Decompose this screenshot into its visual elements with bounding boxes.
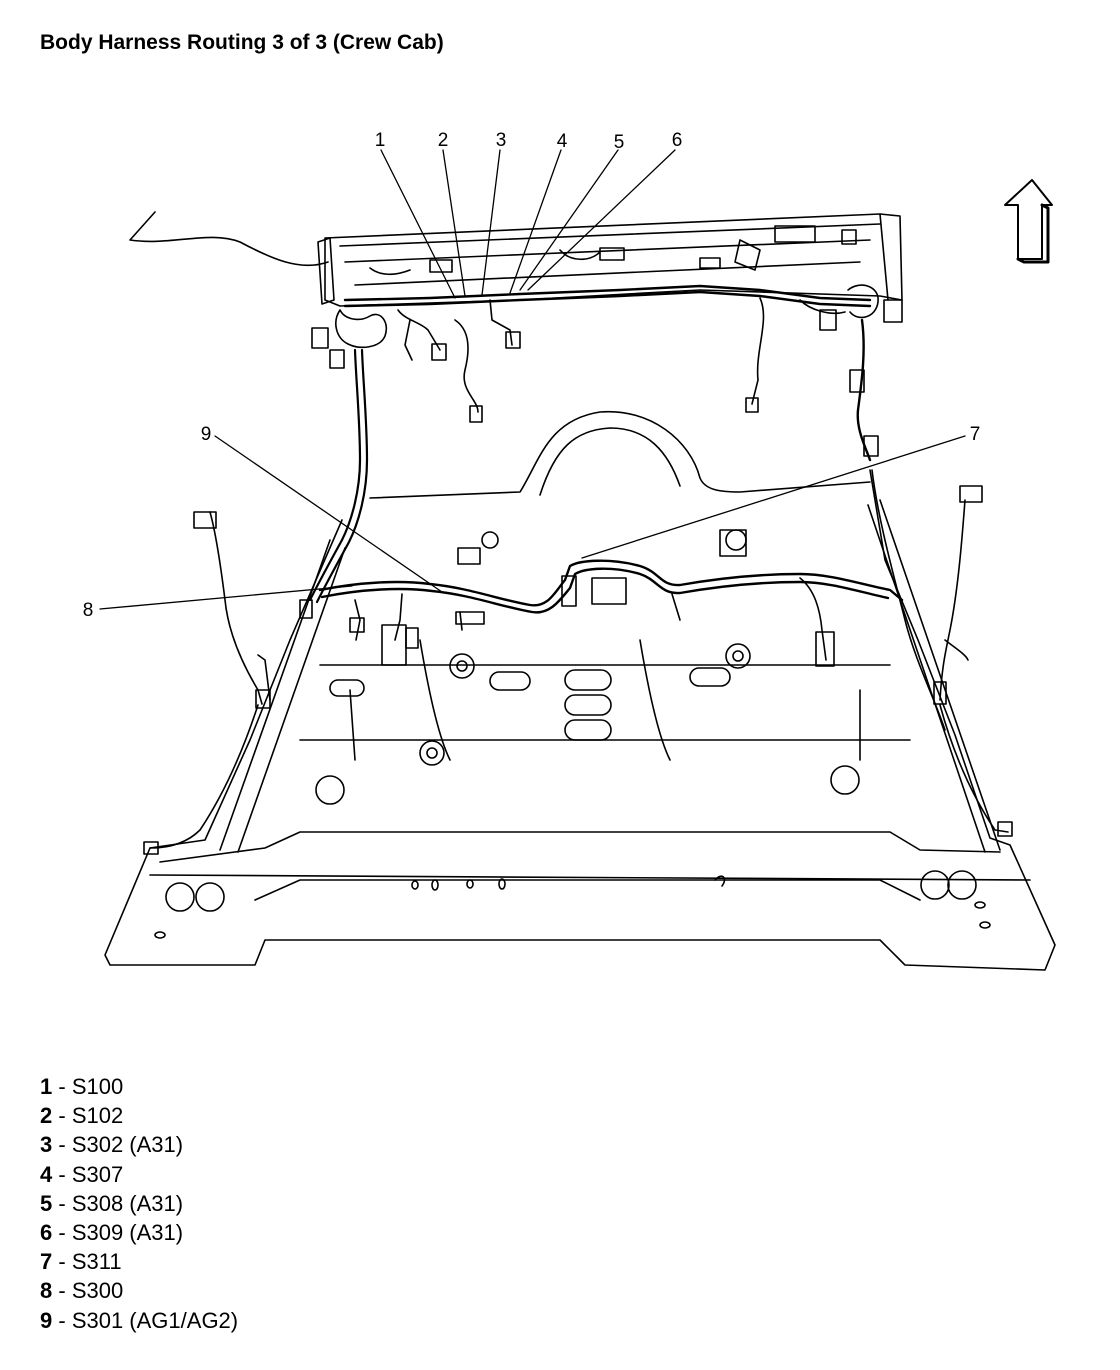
callout-numbers: 1 2 3 4 5 6 7 8 9 <box>83 130 981 621</box>
legend-number: 8 <box>40 1278 53 1304</box>
legend-item: 5 - S308 (A31) <box>40 1190 184 1216</box>
legend-label: S302 (A31) <box>71 1132 184 1158</box>
callout-number-3: 3 <box>496 130 507 151</box>
legend-item: 8 - S300 <box>40 1278 124 1304</box>
legend-label: S301 (AG1/AG2) <box>71 1307 239 1333</box>
leader-line-4 <box>509 149 562 294</box>
leader-line-2 <box>442 149 466 297</box>
dash-panel <box>317 213 903 307</box>
leader-lines <box>99 149 966 610</box>
legend-item: 1 - S100 <box>40 1074 124 1099</box>
callout-number-7: 7 <box>970 424 981 445</box>
callout-number-6: 6 <box>672 130 683 151</box>
legend-item: 6 - S309 (A31) <box>40 1219 184 1245</box>
left-connector-cluster <box>311 299 521 423</box>
legend-label: S100 <box>71 1074 124 1099</box>
floor-pan <box>104 410 1056 971</box>
callout-number-4: 4 <box>557 131 568 152</box>
legend-number: 6 <box>40 1219 53 1245</box>
right-rear-harness <box>871 469 1013 837</box>
left-dash-wire <box>129 211 329 267</box>
leader-line-7 <box>581 435 966 559</box>
legend-label: S102 <box>71 1103 124 1129</box>
legend-number: 5 <box>40 1190 53 1216</box>
legend-number: 9 <box>40 1307 53 1333</box>
diagram-title: Body Harness Routing 3 of 3 (Crew Cab) <box>40 31 444 54</box>
legend-number: 4 <box>40 1161 53 1187</box>
leader-line-8 <box>99 585 353 610</box>
callout-number-5: 5 <box>614 132 625 153</box>
legend-label: S300 <box>71 1278 124 1304</box>
callout-number-2: 2 <box>438 130 449 151</box>
legend-number: 2 <box>40 1103 53 1129</box>
legend-item: 2 - S102 <box>40 1103 124 1129</box>
dash-harness <box>343 284 872 308</box>
legend-item: 4 - S307 <box>40 1161 124 1187</box>
callout-number-1: 1 <box>375 130 386 151</box>
legend-label: S307 <box>71 1161 124 1187</box>
legend-item: 9 - S301 (AG1/AG2) <box>40 1307 239 1333</box>
callout-number-8: 8 <box>83 600 94 621</box>
left-pillar-harness <box>308 348 369 604</box>
leader-line-9 <box>214 435 443 593</box>
legend-label: S311 <box>71 1249 122 1275</box>
floor-connectors <box>299 575 835 667</box>
legend-item: 3 - S302 (A31) <box>40 1132 184 1158</box>
legend-label: S309 (A31) <box>71 1219 184 1245</box>
right-connector-cluster <box>745 284 903 462</box>
leader-line-3 <box>481 149 501 296</box>
callout-legend: 1 - S100 2 - S102 3 - S302 (A31) 4 - S30… <box>40 1072 238 1335</box>
leader-line-5 <box>519 149 619 291</box>
legend-item: 7 - S311 <box>40 1249 122 1275</box>
legend-number: 3 <box>40 1132 53 1158</box>
leader-line-6 <box>527 149 676 291</box>
up-arrow-icon <box>1004 179 1053 264</box>
callout-number-9: 9 <box>201 424 212 445</box>
legend-label: S308 (A31) <box>71 1190 184 1216</box>
legend-number: 7 <box>40 1249 53 1275</box>
legend-number: 1 <box>40 1074 53 1099</box>
leader-line-1 <box>380 149 456 299</box>
left-rear-harness <box>143 511 271 855</box>
